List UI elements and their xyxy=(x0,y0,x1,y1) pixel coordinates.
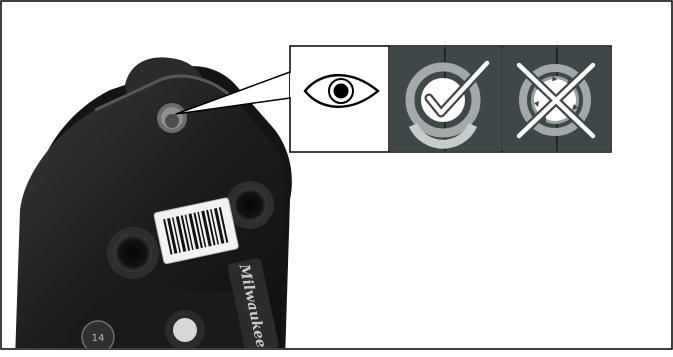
size-stamp-text: 14 xyxy=(92,333,105,344)
step-not-ok xyxy=(503,47,610,151)
bolt-hole-left xyxy=(114,234,152,272)
inspection-hole-inner xyxy=(165,114,179,128)
bolt-hole-right xyxy=(233,188,267,222)
inspection-panel xyxy=(290,46,611,152)
step-ok xyxy=(390,47,501,151)
crimp-bore xyxy=(173,318,197,342)
